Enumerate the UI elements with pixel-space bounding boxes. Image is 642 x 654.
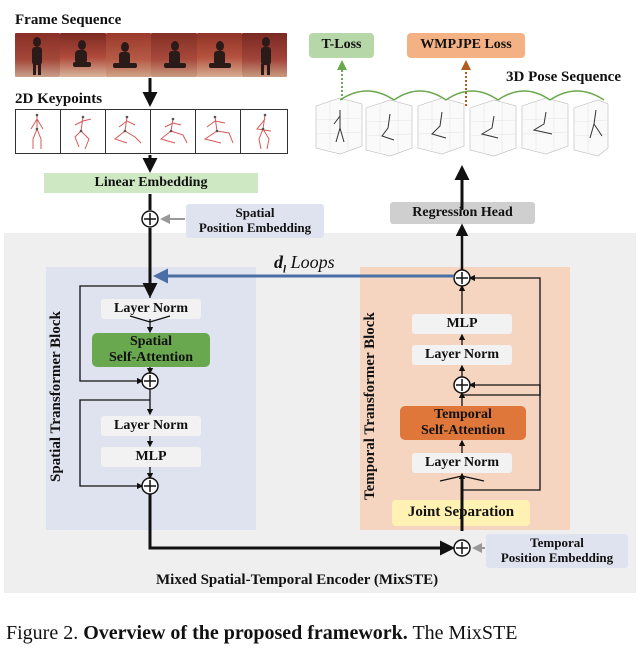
loops-text: Loops (290, 252, 335, 272)
spatial-attention-line1: Spatial (129, 333, 172, 349)
keypoint-panel (15, 109, 61, 154)
spatial-layer-norm-1: Layer Norm (101, 299, 201, 319)
t-loss-box: T-Loss (309, 33, 374, 58)
frame-figures (32, 37, 271, 75)
caption-rest: The MixSTE (412, 622, 518, 644)
temporal-layer-norm-2: Layer Norm (412, 453, 512, 473)
temporal-attention-line2: Self-Attention (421, 423, 505, 438)
keypoint-panels (15, 109, 288, 154)
regression-head-box: Regression Head (390, 202, 535, 224)
spatial-position-embedding-line1: Spatial (235, 205, 275, 221)
spatial-mlp-box: MLP (101, 447, 201, 467)
caption-bold: Overview of the proposed framework. (83, 622, 408, 644)
spatial-layer-norm-2: Layer Norm (101, 416, 201, 436)
temporal-self-attention-box: Temporal Self-Attention (400, 406, 526, 440)
caption-prefix: Figure 2. (6, 622, 79, 644)
temporal-position-embedding-box: Temporal Position Embedding (486, 534, 628, 568)
keypoints-title: 2D Keypoints (15, 91, 103, 107)
temporal-attention-line1: Temporal (434, 406, 492, 422)
figure-caption: Figure 2. Overview of the proposed frame… (6, 622, 517, 645)
pose-sequence-3d (315, 97, 609, 157)
temporal-layer-norm-1: Layer Norm (412, 345, 512, 365)
loops-label: dl Loops (274, 252, 335, 276)
loops-subscript: l (283, 263, 287, 276)
pose-sequence-title: 3D Pose Sequence (506, 69, 621, 85)
spatial-self-attention-box: Spatial Self-Attention (92, 333, 210, 367)
temporal-position-embedding-line1: Temporal (530, 535, 584, 551)
spatial-position-embedding-line2: Position Embedding (198, 220, 312, 235)
spatial-position-embedding-box: Spatial Position Embedding (186, 204, 324, 238)
temporal-mlp-box: MLP (412, 314, 512, 334)
linear-embedding-box: Linear Embedding (44, 173, 258, 193)
frame-sequence-images (15, 33, 287, 77)
loops-symbol: d (274, 252, 283, 272)
encoder-label: Mixed Spatial-Temporal Encoder (MixSTE) (156, 572, 439, 588)
spatial-attention-line2: Self-Attention (109, 350, 193, 365)
keypoint-skeletons (30, 113, 272, 150)
temporal-block-background (360, 267, 570, 530)
temporal-position-embedding-line2: Position Embedding (500, 550, 614, 565)
wmpjpe-loss-box: WMPJPE Loss (407, 33, 525, 58)
frame-sequence-title: Frame Sequence (15, 12, 122, 28)
